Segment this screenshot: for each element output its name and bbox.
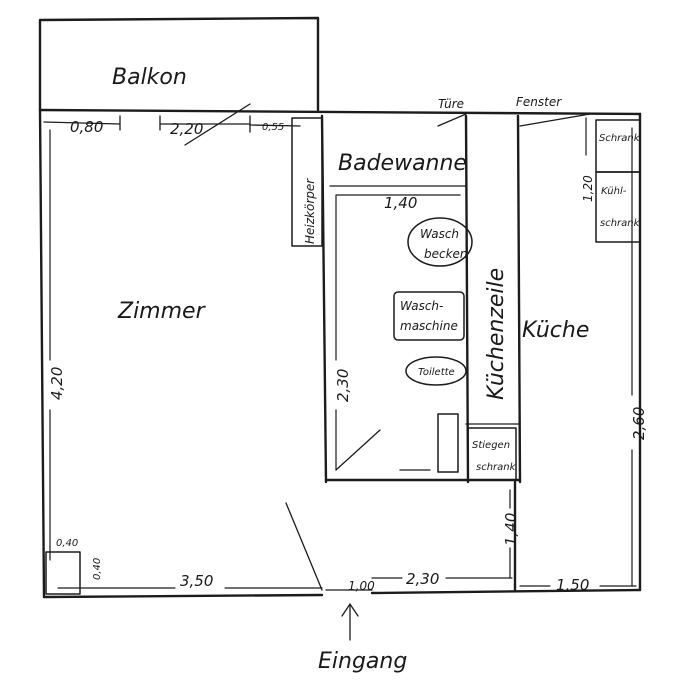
- washing-machine-shape: [393, 291, 465, 341]
- dim-left-height: 4,20: [48, 367, 66, 400]
- label-stiegenschrank-1: Stiegen: [472, 440, 510, 451]
- dim-bottom-mid: 2,30: [406, 570, 439, 588]
- label-badewanne: Badewanne: [338, 151, 467, 176]
- label-schrank: Schrank: [599, 133, 641, 144]
- kitchen-counter: [464, 114, 522, 484]
- label-kuechenzeile: Küchenzeile: [484, 268, 509, 400]
- door-swing-bath: [335, 429, 381, 471]
- dim-schrank-height: 1,20: [581, 175, 595, 202]
- door-swing-entry: [285, 502, 373, 591]
- dim-bath-height: 2,30: [334, 369, 352, 402]
- label-kueche: Küche: [522, 318, 589, 343]
- dim-top-right: 0,55: [262, 122, 284, 133]
- dim-bottom-left: 3,50: [180, 572, 213, 590]
- label-waschbecken-2: becken: [424, 247, 468, 261]
- kitchen-cabinets: [595, 119, 641, 243]
- label-eingang: Eingang: [318, 649, 407, 674]
- dim-entry-height: 1,40: [502, 513, 520, 546]
- stair-cabinet: [467, 427, 517, 481]
- label-stiegenschrank-2: schrank: [476, 462, 517, 473]
- balcony-outline: [38, 16, 320, 112]
- dim-top-left: 0,80: [70, 118, 103, 136]
- dim-door-width: 1,00: [348, 579, 375, 593]
- label-heizkoerper: Heizkörper: [303, 178, 317, 244]
- hatched-block-bath: [399, 413, 459, 473]
- entrance-arrow: [341, 602, 359, 641]
- hatched-block-corner: [45, 551, 81, 595]
- label-waschmaschine-2: maschine: [400, 319, 458, 333]
- label-balkon: Balkon: [112, 65, 187, 90]
- label-kuehlschrank-1: Kühl-: [601, 186, 627, 197]
- label-waschmaschine-1: Wasch-: [400, 299, 443, 313]
- radiator: [291, 117, 323, 247]
- dim-bottom-right: 1,50: [556, 576, 589, 594]
- dim-corner-h: 0,40: [92, 558, 103, 580]
- toilet-shape: [405, 356, 467, 386]
- top-wall-openings: [43, 103, 301, 146]
- label-toilette: Toilette: [418, 367, 455, 378]
- label-fenster: Fenster: [516, 95, 562, 109]
- outer-walls: [38, 108, 642, 599]
- door-swing-top: [437, 113, 591, 127]
- label-zimmer: Zimmer: [117, 299, 207, 324]
- washbasin-shape: [407, 217, 473, 267]
- dim-corner-w: 0,40: [56, 538, 78, 549]
- dimension-lines: [49, 117, 637, 589]
- dim-right-height: 2,60: [630, 407, 648, 440]
- label-waschbecken-1: Wasch: [420, 227, 459, 241]
- dim-bath-width: 1,40: [384, 194, 417, 212]
- dim-top-mid: 2,20: [170, 120, 203, 138]
- label-tuere: Türe: [438, 97, 464, 111]
- label-kuehlschrank-2: schrank: [600, 218, 641, 229]
